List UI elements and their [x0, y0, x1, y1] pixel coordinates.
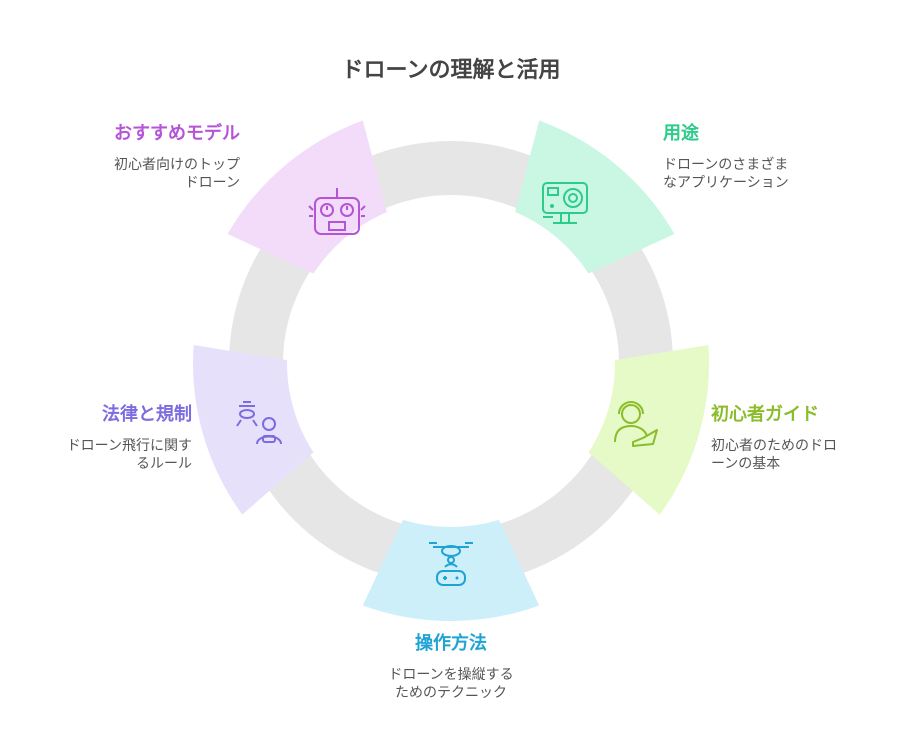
stage-description: ドローンのさまざま なアプリケーション — [663, 157, 789, 191]
stage-label-uses: 用途 ドローンのさまざま なアプリケーション — [663, 122, 789, 192]
stage-title: おすすめモデル — [114, 123, 240, 144]
stage-title: 法律と規制 — [102, 404, 192, 425]
action-camera-icon — [542, 182, 588, 224]
drone-controller-icon — [429, 542, 473, 586]
remote-controller-icon — [308, 188, 366, 235]
stage-block-uses — [515, 120, 675, 274]
stage-title: 操作方法 — [415, 633, 487, 654]
stage-description: ドローンを操縦する ためのテクニック — [388, 667, 514, 701]
stage-block-laws — [192, 345, 314, 515]
page-title: ドローンの理解と活用 — [341, 58, 561, 83]
stage-description: 初心者向けのトップ ドローン — [114, 157, 240, 191]
stage-icons — [236, 182, 658, 586]
stage-title: 初心者ガイド — [711, 404, 819, 425]
stage-label-laws: 法律と規制 ドローン飛行に関す るルール — [30, 403, 192, 473]
stage-description: ドローン飛行に関す るルール — [66, 438, 192, 472]
headset-support-icon — [614, 401, 658, 447]
stage-description: 初心者のためのドロ ーンの基本 — [711, 438, 837, 472]
stage-label-recommended: おすすめモデル 初心者向けのトップ ドローン — [40, 122, 240, 192]
drone-pilot-icon — [236, 401, 282, 445]
stage-block-recommended — [227, 120, 387, 274]
stage-label-beginner: 初心者ガイド 初心者のためのドロ ーンの基本 — [711, 403, 837, 473]
stage-block-beginner — [588, 345, 709, 515]
stage-label-operation: 操作方法 ドローンを操縦する ためのテクニック — [331, 632, 571, 702]
stage-title: 用途 — [663, 123, 699, 144]
